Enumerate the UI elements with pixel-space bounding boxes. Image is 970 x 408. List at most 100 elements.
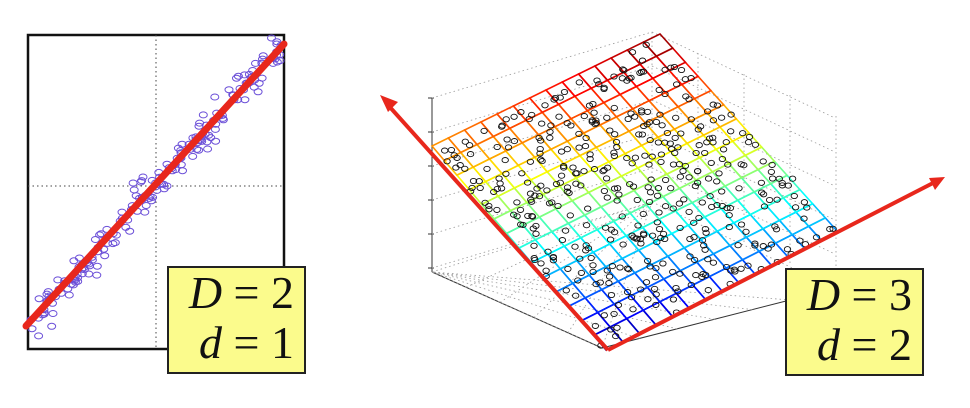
surface-point [713, 102, 722, 109]
surface-point [722, 139, 730, 146]
surface-point [751, 242, 759, 249]
surface-point [704, 175, 713, 182]
scatter-point [267, 34, 276, 42]
surface-point [654, 139, 663, 146]
surface-point [653, 219, 661, 226]
ambient-dimension-label: D = 3 [806, 269, 912, 320]
surface-point [566, 212, 574, 219]
scatter-point [177, 140, 187, 148]
surface-point [502, 170, 510, 177]
surface-point [655, 86, 663, 94]
surface-cell [504, 141, 536, 167]
surface-point [592, 120, 600, 127]
surface-point [549, 253, 558, 261]
surface-point [759, 158, 767, 165]
surface-point [551, 94, 560, 102]
scatter-point [53, 276, 63, 284]
surface-point [602, 175, 611, 182]
intrinsic-dimension-label: d = 2 [817, 319, 912, 370]
surface-point [701, 246, 709, 253]
surface-point [691, 183, 700, 190]
floor-gridline [431, 271, 715, 320]
scatter-point [121, 223, 131, 231]
surface-point [658, 122, 666, 129]
floor-gridline [431, 271, 791, 301]
scatter-point [138, 173, 148, 181]
surface-point [685, 174, 693, 181]
surface-point [718, 155, 727, 163]
surface-point [485, 206, 493, 213]
scatter-point [34, 332, 44, 340]
surface-point [561, 227, 570, 234]
surface-cell [744, 146, 776, 171]
surface-point [778, 179, 786, 186]
surface-point [541, 102, 549, 109]
surface-point [641, 152, 649, 159]
surface-point [537, 260, 545, 267]
scatter-point [43, 288, 53, 296]
surface-point [600, 187, 609, 195]
surface-point [737, 221, 746, 228]
surface-point [560, 88, 569, 96]
surface-point [734, 242, 742, 249]
arrow-left-head-icon [380, 95, 398, 112]
surface-point [784, 182, 792, 189]
surface-point [687, 281, 695, 289]
surface-point [657, 158, 665, 165]
surface-cell [611, 130, 643, 155]
surface-point [526, 190, 535, 197]
scatter-point [131, 192, 141, 200]
surface-point [627, 294, 636, 301]
surface-point [510, 113, 518, 120]
surface-point [549, 257, 558, 264]
surface-point [591, 121, 599, 128]
scatter-point [69, 257, 79, 265]
surface-point [704, 256, 712, 263]
surface-point [772, 226, 781, 233]
surface-point [575, 144, 583, 151]
surface-point [701, 225, 710, 233]
surface-point [535, 193, 544, 200]
surface-point [652, 291, 660, 298]
surface-point [620, 67, 628, 74]
surface-point [612, 138, 621, 146]
surface-cell [749, 205, 781, 230]
surface-point [631, 113, 639, 120]
scatter-point [48, 310, 58, 317]
surface-point [655, 209, 663, 216]
surface-point [740, 162, 748, 169]
surface-point [692, 272, 700, 279]
surface-point [640, 122, 648, 130]
surface-point [715, 170, 723, 177]
surface-point [638, 131, 647, 138]
surface-cell [714, 140, 747, 165]
surface-point [709, 139, 717, 146]
surface-point [686, 235, 694, 243]
surface-cell [647, 91, 680, 116]
surface-point [690, 256, 699, 263]
surface-point [646, 137, 654, 144]
surface-point [800, 199, 809, 206]
surface-point [628, 160, 636, 167]
surface-cell [517, 156, 549, 181]
surface-point [676, 173, 685, 180]
surface-point [735, 185, 743, 192]
surface-point [653, 192, 662, 199]
surface-point [580, 168, 588, 175]
surface-point [690, 234, 698, 241]
scatter-plot-2d [22, 33, 288, 351]
surface-point [544, 248, 552, 255]
surface-point [532, 230, 540, 237]
surface-point [669, 205, 677, 212]
surface-point [537, 182, 545, 189]
surface-point [558, 237, 567, 244]
surface-point [537, 156, 545, 163]
surface-cell [545, 162, 578, 188]
surface-point [652, 118, 661, 126]
surface-point [599, 168, 607, 175]
surface-point [768, 161, 776, 168]
scatter-point [159, 185, 169, 193]
surface-point [661, 176, 670, 184]
surface-point [672, 114, 680, 121]
floor-gridline [499, 201, 653, 303]
